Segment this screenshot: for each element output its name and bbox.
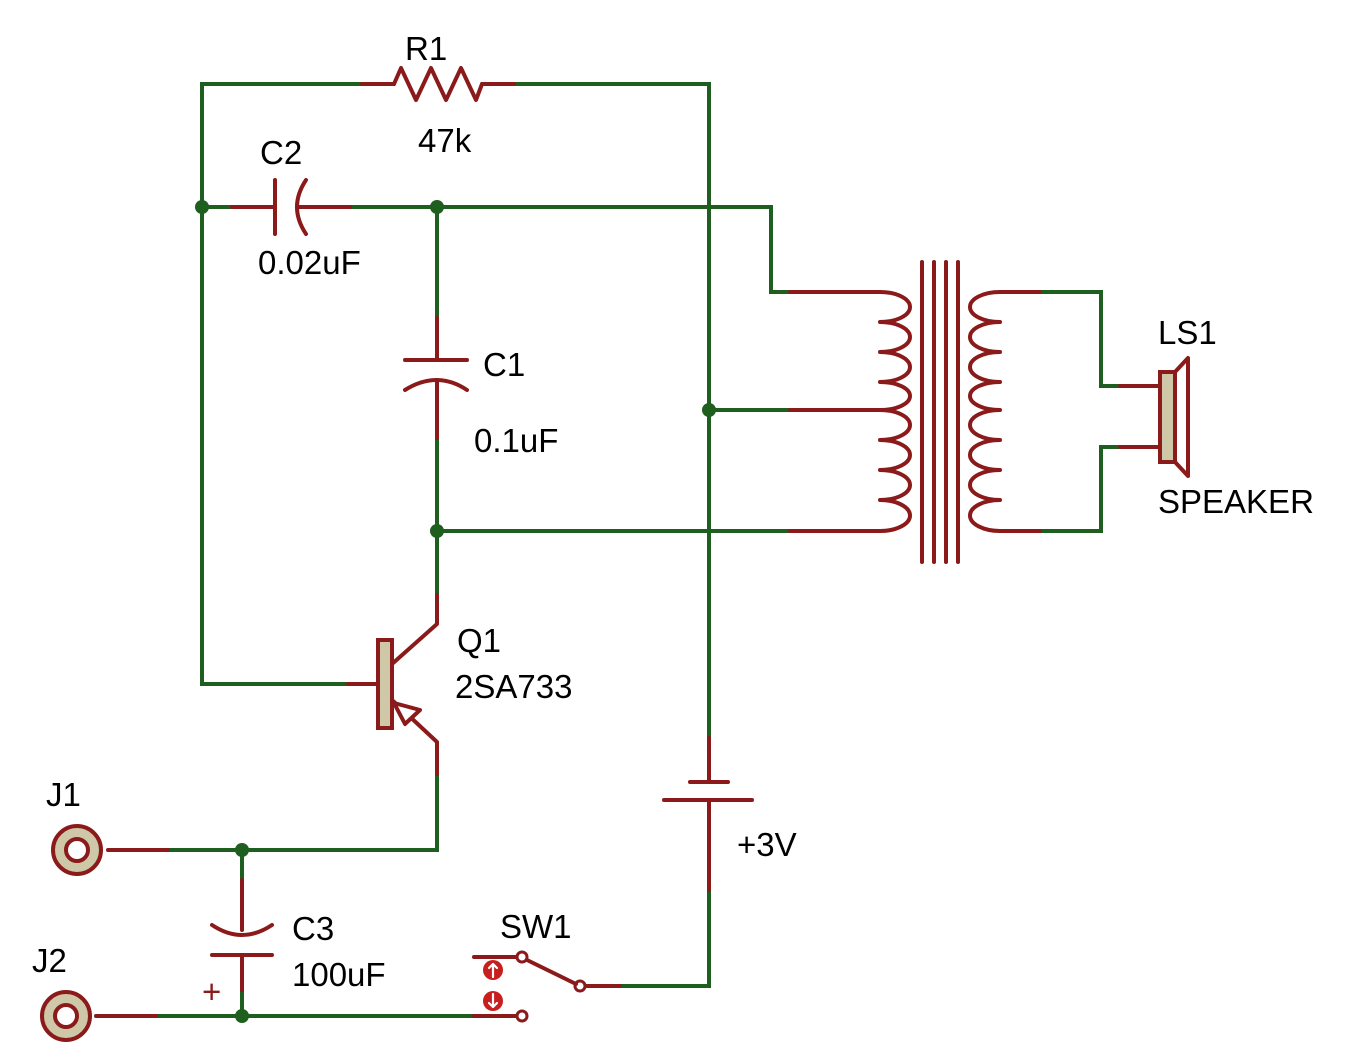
c1-plate-curved xyxy=(403,378,469,392)
sw1-lever xyxy=(525,958,578,986)
wire-spk-bottom xyxy=(1038,445,1122,533)
c2-value-label: 0.02uF xyxy=(258,244,361,281)
speaker-ls1[interactable]: LS1 SPEAKER xyxy=(1158,314,1314,520)
capacitor-c3[interactable]: + C3 100uF xyxy=(202,910,386,1010)
junction-dot xyxy=(235,1009,249,1023)
c3-polarity-label: + xyxy=(202,973,221,1010)
ls1-value-label: SPEAKER xyxy=(1158,483,1314,520)
battery-value-label: +3V xyxy=(737,826,797,863)
switch-sw1[interactable]: SW1 xyxy=(483,908,587,1023)
sw1-contact-bottom xyxy=(515,1009,529,1023)
junction-dot xyxy=(430,200,444,214)
c3-plate-curved xyxy=(210,923,274,937)
c2-plate-curved xyxy=(295,178,308,236)
resistor-r1-zigzag xyxy=(392,66,484,102)
j2-ref-label: J2 xyxy=(32,942,67,979)
c1-value-label: 0.1uF xyxy=(474,422,558,459)
capacitor-c1[interactable]: C1 0.1uF xyxy=(403,346,558,459)
junctions xyxy=(195,200,716,1023)
transformer-primary-coil xyxy=(878,290,912,533)
junction-dot xyxy=(195,200,209,214)
j1-ref-label: J1 xyxy=(46,776,81,813)
capacitor-c2[interactable]: C2 0.02uF xyxy=(258,134,361,281)
q1-base-bar xyxy=(376,638,394,730)
sw1-ref-label: SW1 xyxy=(500,908,572,945)
wire-j1 xyxy=(166,772,439,852)
wire-spk-top xyxy=(1038,290,1122,388)
arrow-down-icon[interactable] xyxy=(483,991,503,1011)
transistor-q1[interactable]: Q1 2SA733 xyxy=(346,593,572,776)
junction-dot xyxy=(235,843,249,857)
sw1-contact-top xyxy=(515,950,529,964)
c3-ref-label: C3 xyxy=(292,910,334,947)
q1-emitter-arrow xyxy=(392,701,422,726)
transformer[interactable] xyxy=(878,260,1002,564)
wire-r1-left xyxy=(200,82,364,686)
speaker-cone xyxy=(1173,356,1190,478)
q1-collector-lead xyxy=(390,593,439,666)
ls1-ref-label: LS1 xyxy=(1158,314,1217,351)
wire-sw-batt xyxy=(618,888,711,988)
wire-c2-right xyxy=(348,205,792,294)
speaker-magnet xyxy=(1158,370,1177,464)
jack-j1[interactable]: J1 xyxy=(46,776,103,876)
transformer-secondary-coil xyxy=(968,290,1002,533)
q1-ref-label: Q1 xyxy=(457,622,501,659)
pin-stubs xyxy=(94,82,1162,1018)
r1-ref-label: R1 xyxy=(405,30,447,67)
c1-ref-label: C1 xyxy=(483,346,525,383)
arrow-up-icon[interactable] xyxy=(483,960,503,980)
junction-dot xyxy=(430,524,444,538)
battery-3v[interactable]: +3V xyxy=(662,780,797,863)
q1-value-label: 2SA733 xyxy=(455,668,572,705)
j1-inner-ring xyxy=(64,837,90,863)
transformer-core xyxy=(920,260,960,564)
jack-j2[interactable]: J2 xyxy=(32,942,92,1042)
r1-value-label: 47k xyxy=(418,122,472,159)
c3-value-label: 100uF xyxy=(292,956,386,993)
c2-ref-label: C2 xyxy=(260,134,302,171)
j2-inner-ring xyxy=(53,1003,79,1029)
resistor-r1[interactable]: R1 47k xyxy=(392,30,484,159)
wire-r1-right xyxy=(512,82,711,740)
junction-dot xyxy=(702,403,716,417)
